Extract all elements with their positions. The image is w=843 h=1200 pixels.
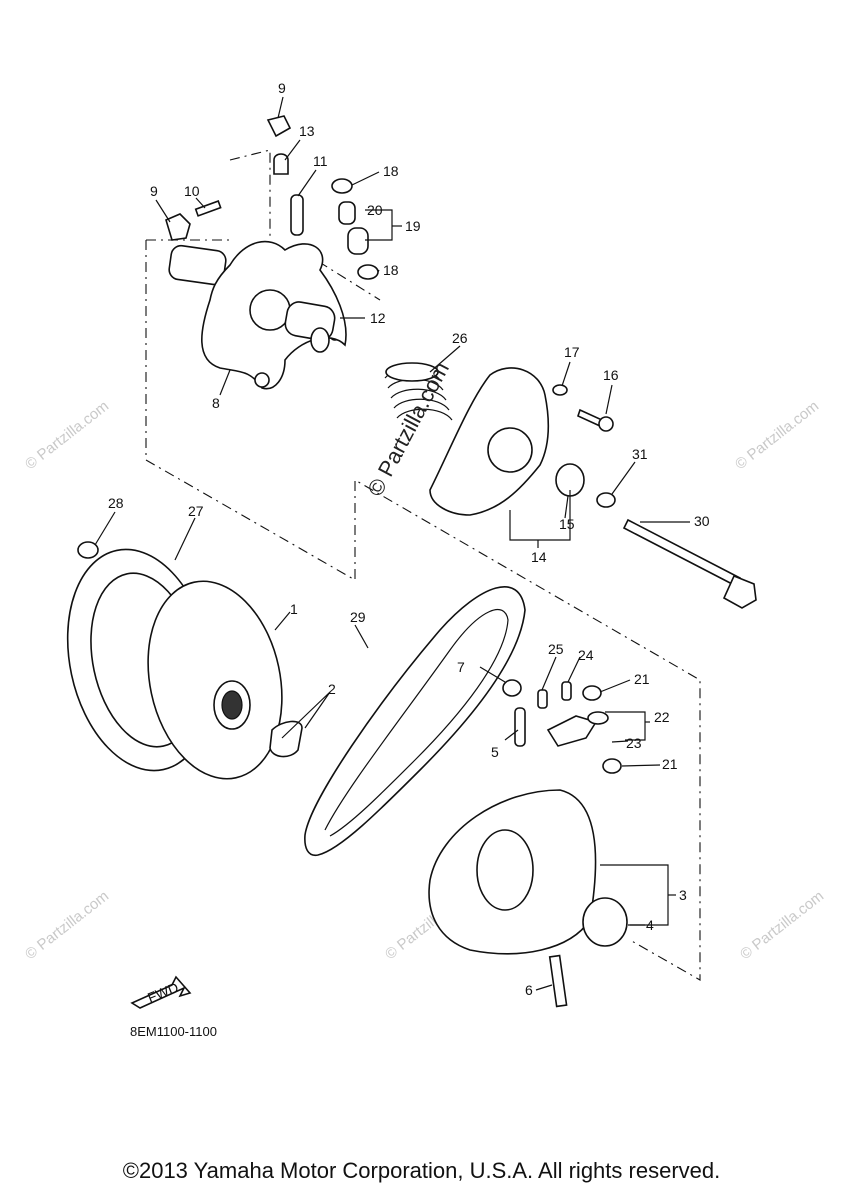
callout-label: 1: [290, 601, 298, 617]
part-cover-14: [429, 367, 616, 516]
watermark-tile: © Partzilla.com: [22, 398, 112, 474]
callout-label: 4: [646, 917, 654, 933]
callout-label: 19: [405, 218, 421, 234]
part-sheave-1: [147, 580, 303, 780]
callout-label: 2: [328, 681, 336, 697]
callout-label: 7: [457, 659, 465, 675]
callout-label: 28: [108, 495, 124, 511]
callout-label: 22: [654, 709, 670, 725]
callout-label: 17: [564, 344, 580, 360]
callout-label: 31: [632, 446, 648, 462]
callout-label: 14: [531, 549, 547, 565]
callout-label: 12: [370, 310, 386, 326]
callout-label: 8: [212, 395, 220, 411]
callout-label: 24: [578, 647, 594, 663]
callout-label: 29: [350, 609, 366, 625]
watermark-tile: © Partzilla.com: [737, 888, 827, 964]
fwd-label: FWD: [145, 979, 181, 1006]
part-belt-29: [304, 586, 526, 857]
callout-label: 6: [525, 982, 533, 998]
part-sheave-3: [428, 679, 628, 1008]
callout-label: 18: [383, 163, 399, 179]
callout-label: 27: [188, 503, 204, 519]
leader-lines: [94, 96, 690, 991]
callout-label: 23: [626, 735, 642, 751]
callout-label: 13: [299, 123, 315, 139]
part-spider-8: [168, 240, 347, 390]
callout-label: 20: [367, 202, 383, 218]
callout-label: 16: [603, 367, 619, 383]
callout-label: 25: [548, 641, 564, 657]
copyright-notice: ©2013 Yamaha Motor Corporation, U.S.A. A…: [122, 1158, 721, 1183]
callout-label: 10: [184, 183, 200, 199]
callout-label: 21: [634, 671, 650, 687]
callout-label: 21: [662, 756, 678, 772]
callout-label: 3: [679, 887, 687, 903]
callout-label: 9: [278, 80, 286, 96]
callout-label: 18: [383, 262, 399, 278]
watermark-tile: © Partzilla.com: [22, 888, 112, 964]
part-spring-26: [384, 362, 453, 421]
callout-label: 26: [452, 330, 468, 346]
part-bolt-30: [622, 518, 757, 609]
callouts: 1 2 3 4 5 6 7 8 9 9 10 11 12 13 14 15 16…: [108, 80, 710, 998]
fwd-arrow-icon: FWD: [130, 975, 192, 1009]
callout-label: 9: [150, 183, 158, 199]
drawing-code: 8EM1100-1100: [130, 1024, 217, 1039]
callout-label: 5: [491, 744, 499, 760]
watermark-tile: © Partzilla.com: [732, 398, 822, 474]
callout-label: 11: [313, 153, 328, 169]
callout-label: 15: [559, 516, 575, 532]
callout-label: 30: [694, 513, 710, 529]
